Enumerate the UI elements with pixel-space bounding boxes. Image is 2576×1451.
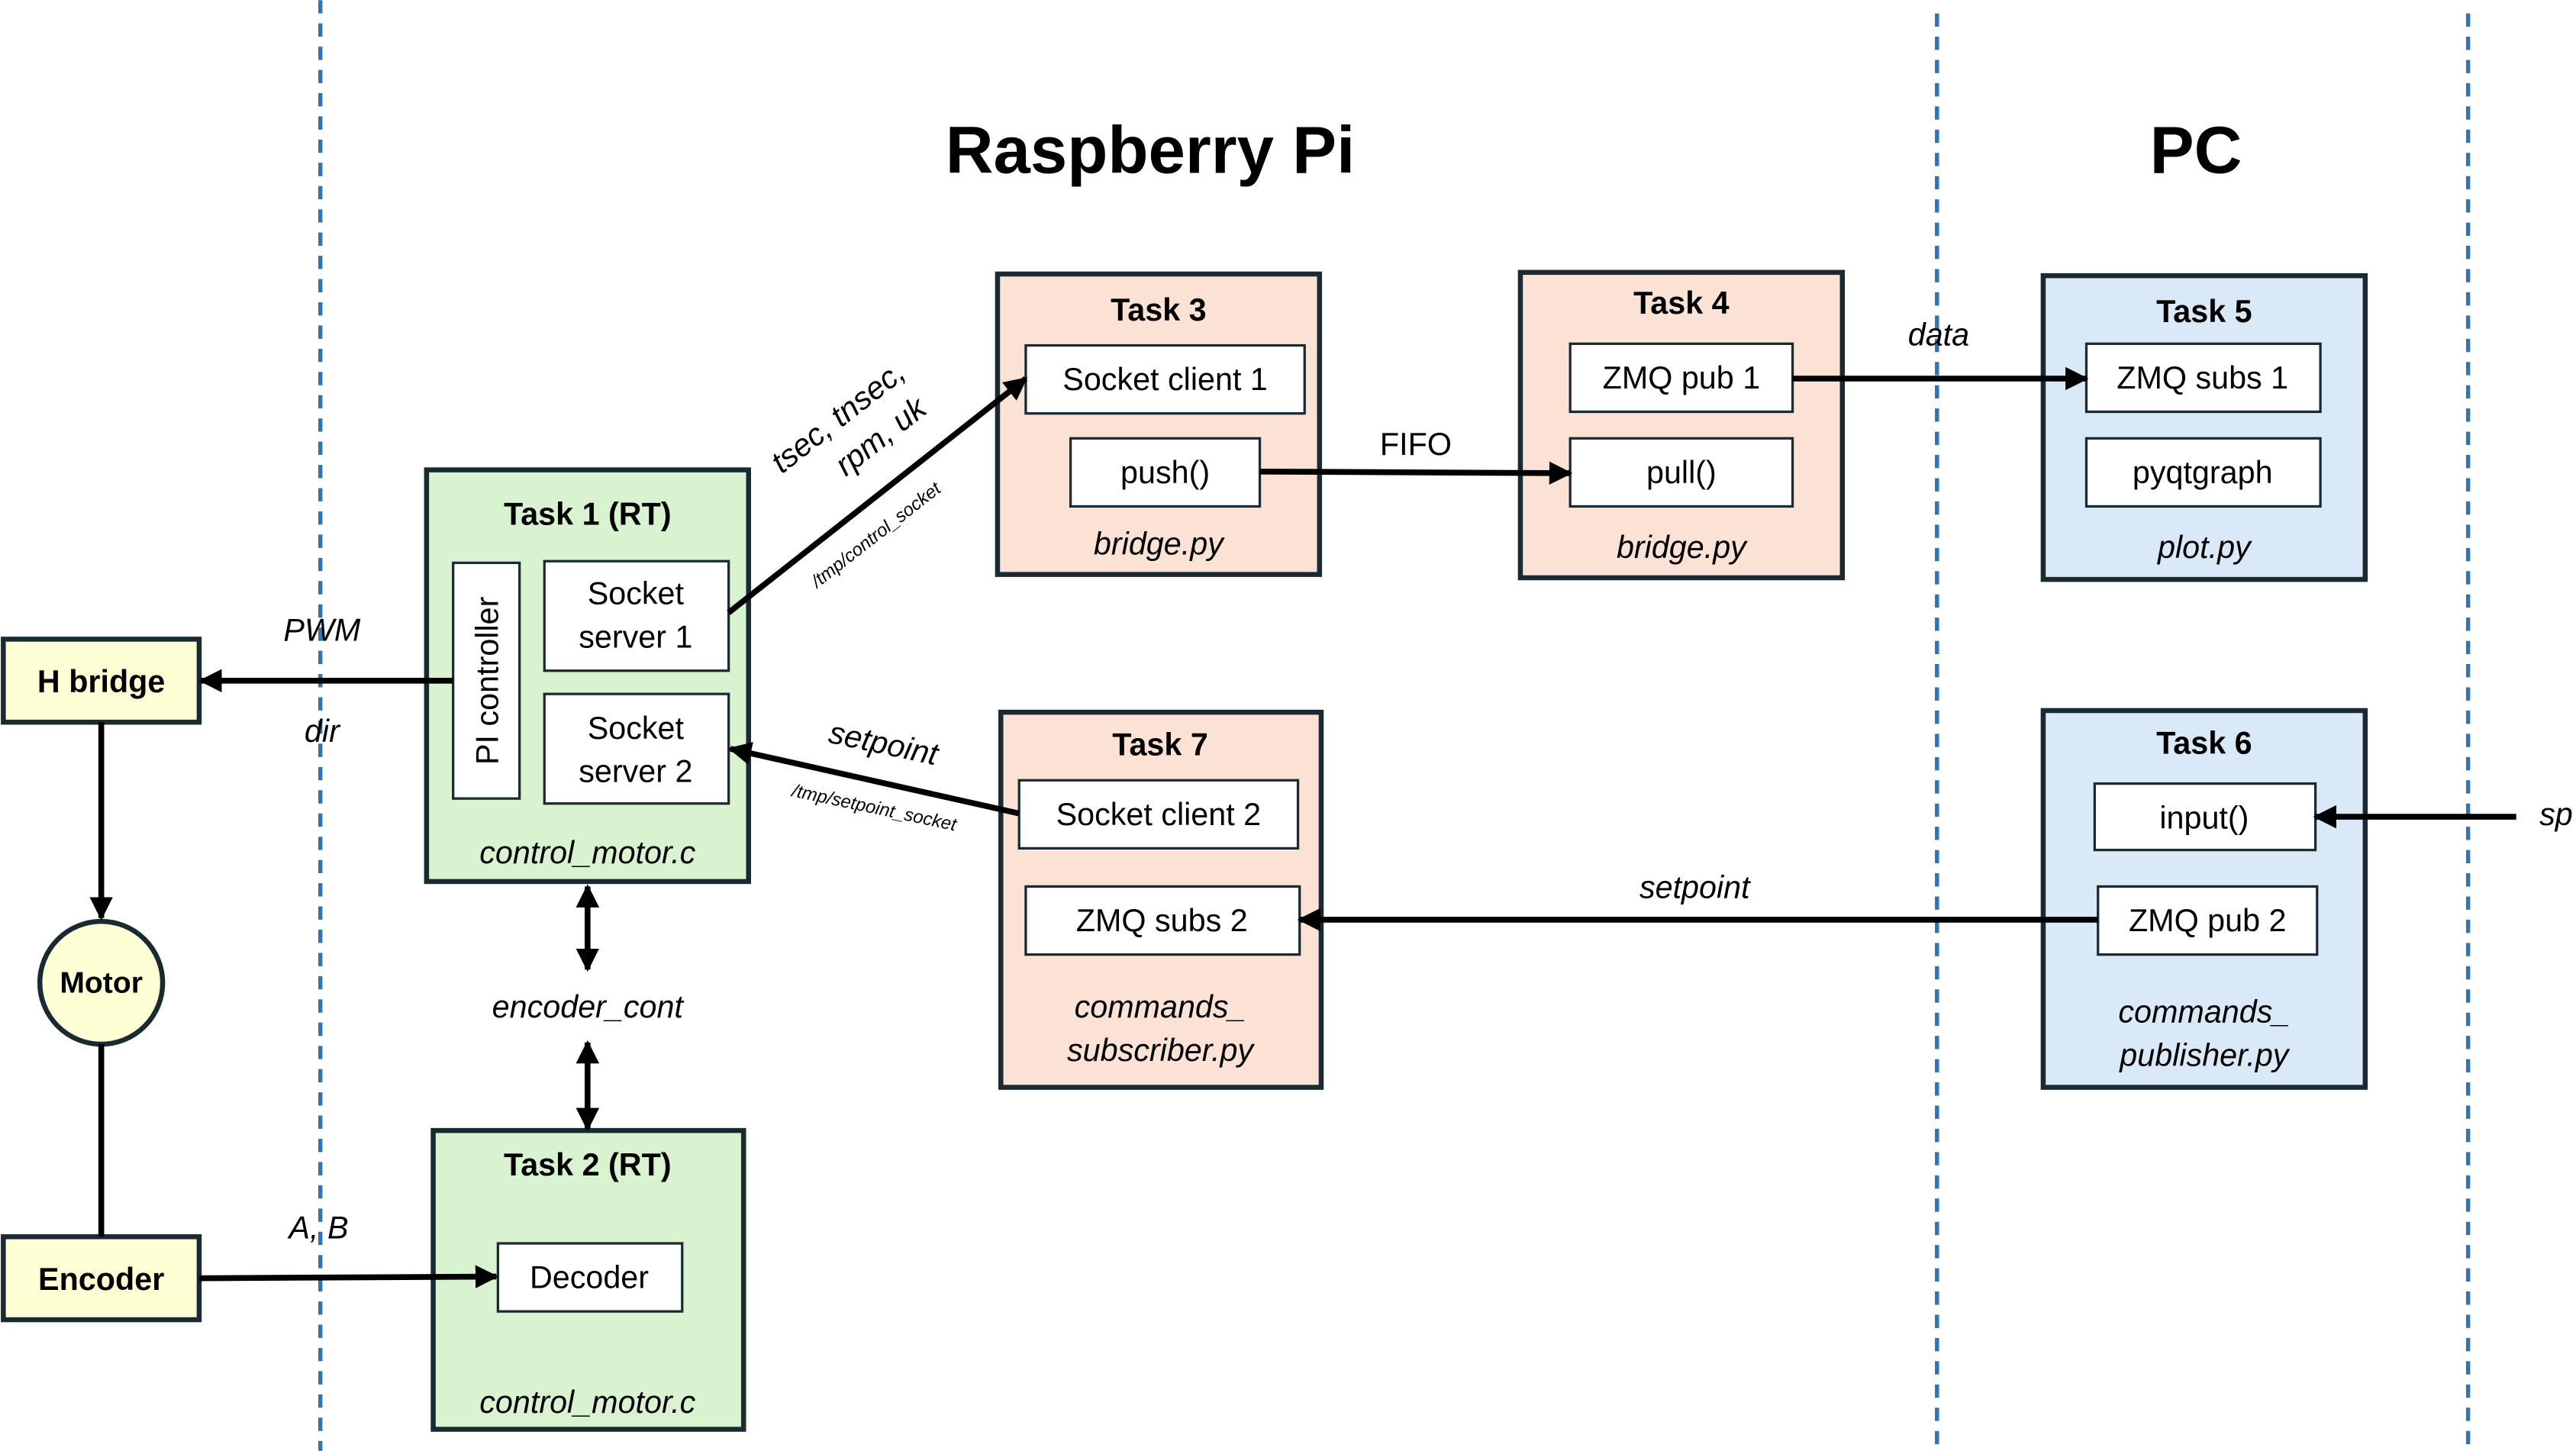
region-title-pc: PC bbox=[2150, 113, 2242, 187]
task7-block: Task 7 Socket client 2 ZMQ subs 2 comman… bbox=[998, 709, 1324, 1090]
push-box bbox=[1069, 437, 1262, 508]
zmq-subs-2-box bbox=[1024, 885, 1301, 956]
task2-file: control_motor.c bbox=[479, 1385, 695, 1420]
zmq-subs-2-label: ZMQ subs 2 bbox=[1076, 903, 1248, 938]
socket-server-1-box bbox=[543, 559, 730, 672]
input-label: input() bbox=[2159, 800, 2249, 835]
task3-file: bridge.py bbox=[1094, 527, 1225, 562]
pyqtgraph-box bbox=[2084, 437, 2322, 508]
task2-block: Task 2 (RT) Decoder control_motor.c bbox=[430, 1127, 746, 1432]
label-data: data bbox=[1908, 318, 1969, 353]
hbridge-block: H bridge bbox=[1, 637, 202, 725]
label-pwm: PWM bbox=[283, 613, 361, 648]
label-fifo: FIFO bbox=[1380, 427, 1452, 462]
task1-title: Task 1 (RT) bbox=[504, 496, 672, 531]
task1-block: Task 1 (RT) PI controller Socket server … bbox=[424, 467, 752, 885]
zmq-pub-1-box bbox=[1568, 342, 1794, 414]
task6-file-line2: publisher.py bbox=[2118, 1037, 2290, 1072]
task2-title: Task 2 (RT) bbox=[504, 1147, 672, 1182]
socket-server-2-line2: server 2 bbox=[579, 753, 692, 788]
encoder-label: Encoder bbox=[38, 1262, 164, 1297]
label-dir: dir bbox=[305, 714, 341, 749]
task6-block: Task 6 input() ZMQ pub 2 commands_ publi… bbox=[2040, 708, 2368, 1090]
task3-title: Task 3 bbox=[1111, 292, 1207, 327]
task4-file: bridge.py bbox=[1617, 530, 1748, 565]
zmq-pub-1-label: ZMQ pub 1 bbox=[1603, 360, 1761, 395]
encoder-block: Encoder bbox=[1, 1234, 202, 1323]
socket-client-2-label: Socket client 2 bbox=[1056, 797, 1262, 832]
motor-block: Motor bbox=[37, 918, 166, 1047]
task4-block: Task 4 ZMQ pub 1 pull() bridge.py bbox=[1517, 269, 1846, 581]
pull-box bbox=[1568, 437, 1794, 508]
pi-controller-label: PI controller bbox=[469, 596, 505, 765]
hbridge-label: H bridge bbox=[37, 664, 166, 699]
task7-file-line1: commands_ bbox=[1075, 989, 1246, 1024]
task1-file: control_motor.c bbox=[479, 835, 695, 870]
region-title-raspberry-pi: Raspberry Pi bbox=[946, 113, 1356, 187]
task7-title: Task 7 bbox=[1112, 727, 1208, 763]
setpoint-socket-arrow bbox=[727, 742, 1020, 817]
task6-file-line1: commands_ bbox=[2118, 995, 2290, 1030]
task5-title: Task 5 bbox=[2156, 294, 2252, 329]
motor-label: Motor bbox=[60, 967, 143, 1000]
zmq-pub-2-label: ZMQ pub 2 bbox=[2129, 903, 2287, 938]
socket-server-1-line1: Socket bbox=[588, 576, 685, 611]
push-label: push() bbox=[1120, 455, 1210, 490]
pull-label: pull() bbox=[1646, 455, 1717, 490]
pi-controller-box bbox=[452, 561, 521, 800]
label-sp: sp bbox=[2539, 797, 2573, 832]
task7-file-line2: subscriber.py bbox=[1067, 1033, 1255, 1068]
label-encoder-cont: encoder_cont bbox=[492, 989, 685, 1024]
decoder-label: Decoder bbox=[530, 1260, 649, 1295]
zmq-subs-1-box bbox=[2084, 342, 2322, 414]
task3-block: Task 3 Socket client 1 push() bridge.py bbox=[995, 271, 1323, 577]
zmq-subs-1-label: ZMQ subs 1 bbox=[2117, 360, 2288, 395]
label-setpoint-socket: /tmp/setpoint_socket bbox=[788, 780, 959, 836]
socket-client-1-label: Socket client 1 bbox=[1062, 362, 1268, 397]
socket-client-2-box bbox=[1017, 779, 1300, 850]
task6-title: Task 6 bbox=[2156, 725, 2252, 760]
label-setpoint-zmq: setpoint bbox=[1639, 870, 1751, 905]
socket-server-1-line2: server 1 bbox=[579, 619, 692, 654]
ab-arrow bbox=[198, 1265, 499, 1288]
fifo-arrow bbox=[1259, 461, 1573, 485]
label-ab: A, B bbox=[287, 1210, 349, 1245]
zmq-pub-2-box bbox=[2097, 885, 2319, 956]
control-socket-arrow bbox=[727, 376, 1028, 615]
task4-title: Task 4 bbox=[1633, 285, 1730, 321]
socket-server-2-line1: Socket bbox=[588, 711, 685, 746]
task5-file: plot.py bbox=[2156, 530, 2252, 565]
label-setpoint-socket-side: setpoint bbox=[826, 714, 943, 772]
task5-block: Task 5 ZMQ subs 1 pyqtgraph plot.py bbox=[2040, 272, 2368, 582]
pyqtgraph-label: pyqtgraph bbox=[2133, 455, 2273, 490]
